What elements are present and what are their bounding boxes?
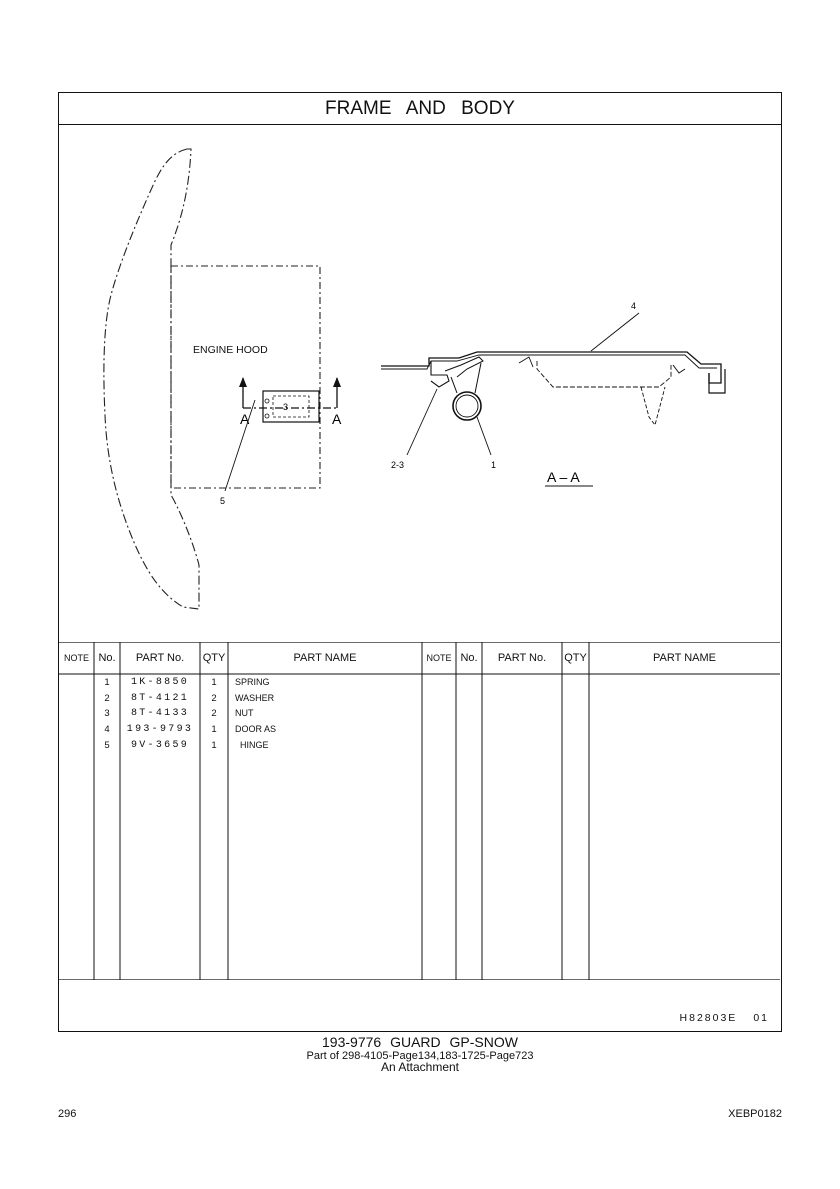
row-no: 3 [104, 708, 110, 720]
header-note-left: NOTE [63, 653, 89, 663]
row-part-no: 9V-3659 [130, 739, 190, 751]
drawing-revision: 01 [753, 1012, 769, 1024]
engine-hood-label: ENGINE HOOD [193, 344, 268, 356]
row-part-no: 1K-8850 [130, 677, 190, 688]
callout-3: 3 [283, 402, 288, 412]
group-title: 193-9776 GUARD GP-SNOW [322, 1034, 518, 1050]
row-qty: 2 [211, 692, 217, 704]
header-no-left: No. [98, 652, 116, 664]
spring-coil [452, 391, 482, 421]
row-part-name: DOOR AS [235, 724, 277, 735]
header-no-right: No. [460, 652, 478, 664]
page-number: 296 [58, 1108, 77, 1120]
parts-frame: FRAME AND BODY ENGINE HOOD 3 A A 5 [58, 92, 782, 1032]
header-part-no-left: PART No. [135, 652, 185, 664]
header-part-no-right: PART No. [497, 652, 547, 664]
row-part-no: 8T-4133 [130, 708, 190, 720]
engine-hood-outline [170, 265, 321, 489]
callout-4: 4 [631, 301, 636, 311]
row-no: 1 [104, 677, 110, 688]
row-no: 2 [104, 692, 110, 704]
diagram-drawing: ENGINE HOOD 3 A A 5 [103, 148, 726, 610]
row-part-name: SPRING [235, 677, 270, 687]
header-note-right: NOTE [426, 653, 452, 663]
drawing-number: H82803E 01 [680, 1012, 769, 1024]
section-marker-right: A [332, 411, 342, 427]
row-no: 4 [104, 724, 110, 736]
row-part-name: NUT [235, 708, 254, 719]
callout-1: 1 [491, 460, 496, 470]
guard-outline [103, 148, 200, 610]
header-qty-left: QTY [202, 652, 226, 664]
header-qty-right: QTY [564, 652, 587, 664]
hinge-plate [262, 390, 320, 423]
header-part-name-left: PART NAME [293, 652, 357, 664]
section-marker-left: A [240, 411, 250, 427]
row-qty: 1 [211, 724, 217, 736]
door-outline [381, 351, 722, 384]
header-part-name-right: PART NAME [653, 652, 716, 664]
row-part-name: WASHER [235, 692, 275, 703]
callout-5: 5 [220, 496, 225, 506]
row-no: 5 [104, 739, 110, 751]
row-qty: 2 [211, 708, 217, 720]
callout-2-3: 2-3 [391, 460, 404, 470]
row-qty: 1 [211, 677, 217, 688]
section-title: FRAME AND BODY [59, 93, 781, 125]
attachment-type: An Attachment [380, 1060, 460, 1074]
parts-table: NOTE No. PART No. QTY PART NAME NOTE No.… [59, 642, 780, 980]
row-qty: 1 [211, 739, 217, 751]
document-id: XEBP0182 [728, 1108, 782, 1120]
section-view-label: A – A [547, 469, 580, 485]
row-part-name: HINGE [235, 739, 269, 750]
part-of-reference: Part of 298-4105-Page134,183-1725-Page72… [306, 1050, 534, 1062]
table-grid [59, 642, 780, 980]
row-part-no: 193-9793 [126, 724, 194, 736]
row-part-no: 8T-4121 [130, 692, 190, 704]
parts-diagram: ENGINE HOOD 3 A A 5 [59, 125, 780, 642]
drawing-number-value: H82803E [679, 1012, 738, 1024]
